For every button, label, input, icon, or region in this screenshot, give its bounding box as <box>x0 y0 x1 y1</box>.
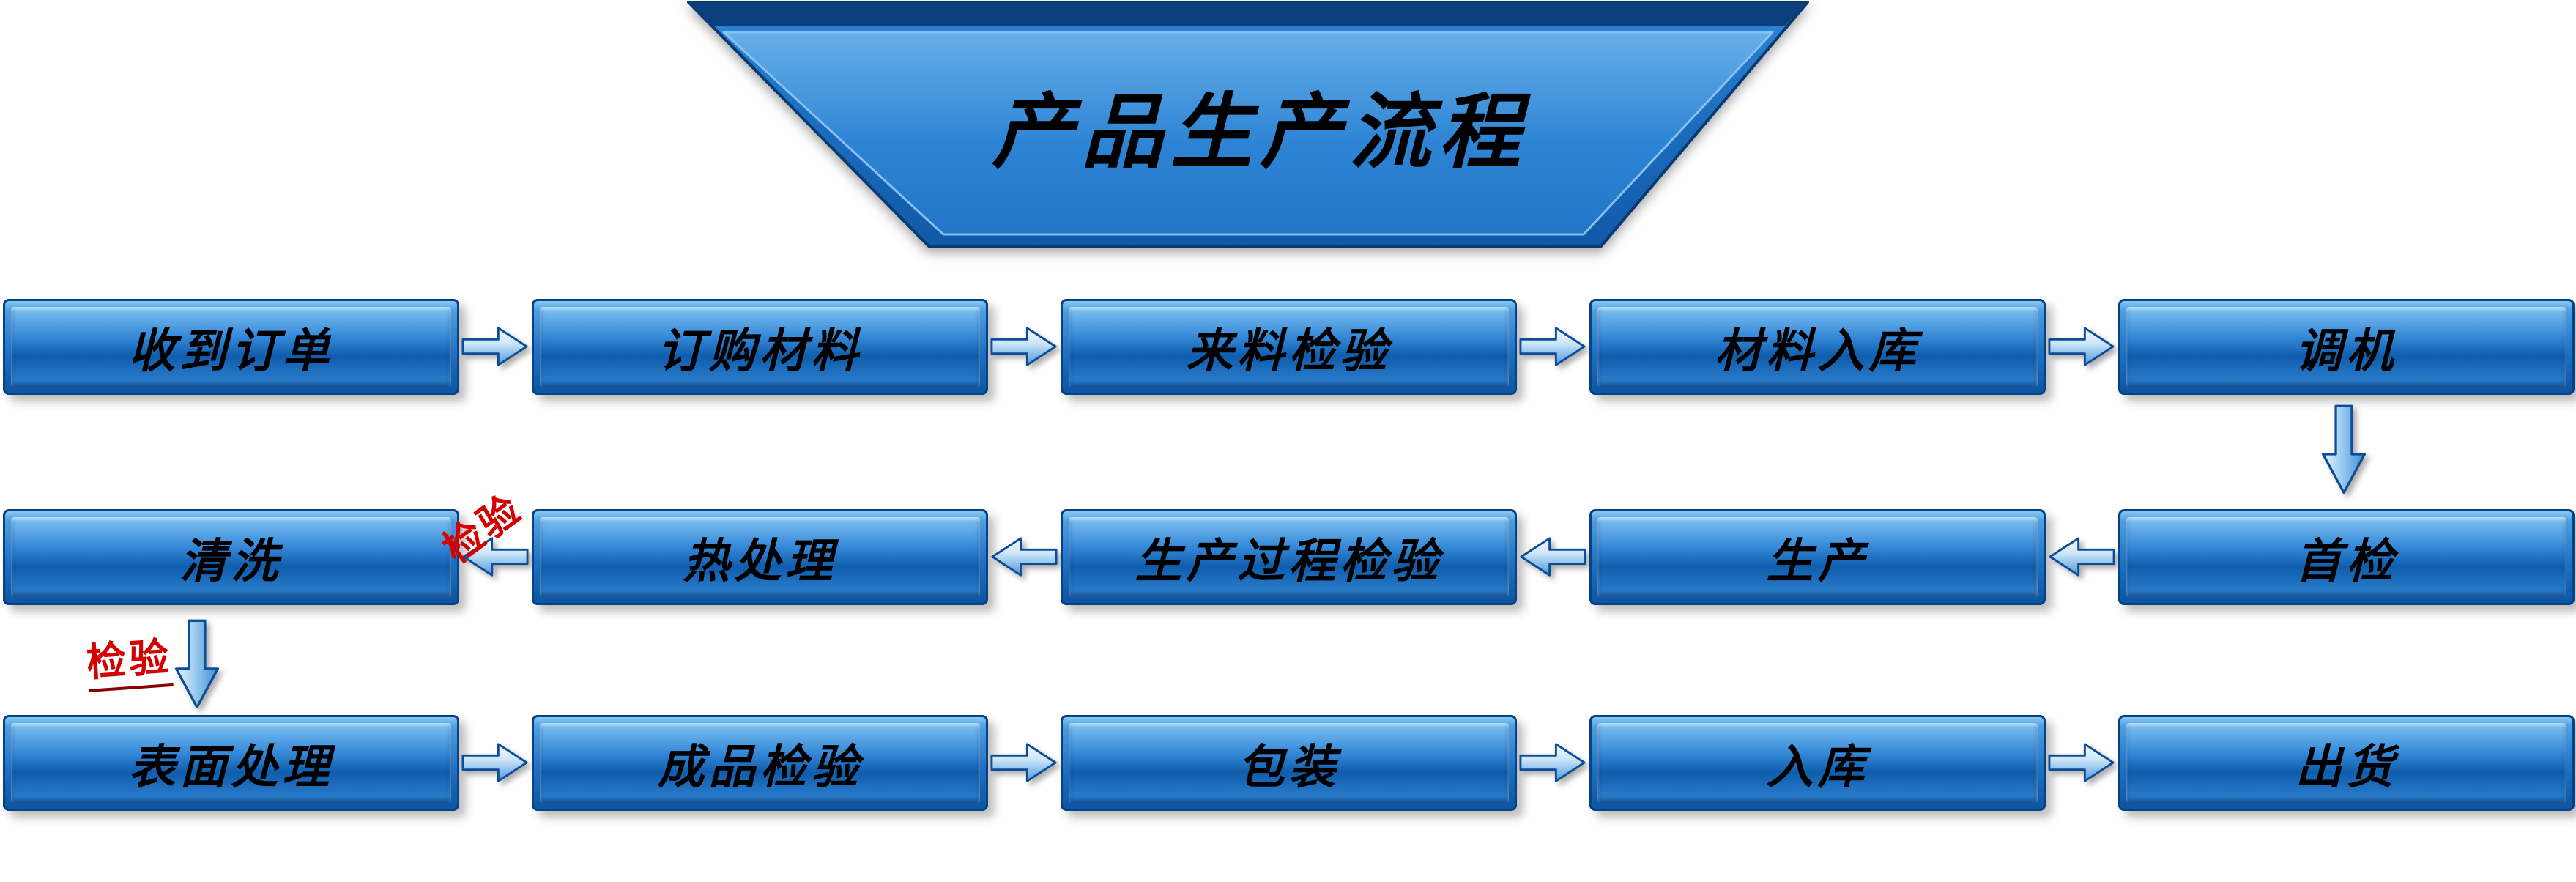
box-bevel <box>1597 517 2038 597</box>
flow-step-label: 成品检验 <box>657 741 863 793</box>
flow-arrow-right-icon <box>990 327 1057 366</box>
flow-step-surface-treatment: 表面处理 <box>3 715 459 811</box>
box-bevel <box>540 723 980 803</box>
flow-arrow-right-icon <box>990 743 1057 782</box>
flow-step-label: 调机 <box>2295 325 2398 377</box>
flow-step-cleaning: 清洗 <box>3 509 459 605</box>
box-bevel <box>11 307 451 387</box>
flow-step-label: 表面处理 <box>128 741 334 793</box>
box-bevel <box>1069 723 1509 803</box>
flow-arrow-left-icon <box>1520 537 1586 577</box>
box-bevel <box>11 517 451 597</box>
box-bevel <box>1597 307 2038 387</box>
box-bevel <box>1069 517 1509 597</box>
flow-step-label: 清洗 <box>179 535 283 588</box>
box-bevel <box>1069 307 1509 387</box>
box-bevel <box>540 307 980 387</box>
page-title: 产品生产流程 <box>992 88 1528 179</box>
flow-arrow-right-icon <box>461 327 528 366</box>
title-banner <box>687 1 1809 248</box>
flow-arrow-right-icon <box>1519 327 1586 366</box>
flow-step-label: 入库 <box>1766 741 1869 793</box>
flow-step-incoming-inspection: 来料检验 <box>1061 299 1517 395</box>
flow-step-warehousing: 入库 <box>1589 715 2046 811</box>
flow-step-first-inspection: 首检 <box>2118 509 2575 605</box>
flow-step-label: 包装 <box>1237 741 1340 793</box>
flow-step-packaging: 包装 <box>1061 715 1517 811</box>
flow-step-machine-setup: 调机 <box>2118 299 2575 395</box>
flow-step-label: 材料入库 <box>1715 325 1920 377</box>
box-bevel <box>2126 307 2566 387</box>
flow-step-receive-order: 收到订单 <box>3 299 459 395</box>
flow-arrow-down-icon <box>174 619 220 709</box>
flow-arrow-right-icon <box>461 743 528 782</box>
flow-step-label: 生产过程检验 <box>1135 535 1443 588</box>
box-bevel <box>2126 517 2566 597</box>
flow-step-label: 出货 <box>2295 741 2398 793</box>
flow-step-process-inspection: 生产过程检验 <box>1061 509 1517 605</box>
flow-arrow-right-icon <box>1519 743 1586 782</box>
flow-arrow-left-icon <box>991 537 1058 577</box>
flow-step-final-inspection: 成品检验 <box>532 715 988 811</box>
flow-step-heat-treatment: 热处理 <box>532 509 988 605</box>
flow-arrow-left-icon <box>462 537 529 577</box>
flow-step-label: 订购材料 <box>657 325 863 377</box>
box-bevel <box>540 517 980 597</box>
flow-arrow-right-icon <box>2048 327 2115 366</box>
flow-arrow-down-icon <box>2321 404 2367 494</box>
flow-step-material-storage: 材料入库 <box>1589 299 2046 395</box>
inspection-annotation: 检验 <box>84 624 174 692</box>
flow-step-label: 来料检验 <box>1186 325 1392 377</box>
box-bevel <box>2126 723 2566 803</box>
flow-step-label: 收到订单 <box>128 325 334 377</box>
flow-step-order-materials: 订购材料 <box>532 299 988 395</box>
flow-step-shipping: 出货 <box>2118 715 2575 811</box>
flow-step-label: 首检 <box>2295 535 2398 588</box>
flow-step-label: 生产 <box>1766 535 1869 588</box>
box-bevel <box>11 723 451 803</box>
flow-arrow-left-icon <box>2049 537 2115 577</box>
box-bevel <box>1597 723 2038 803</box>
flow-step-production: 生产 <box>1589 509 2046 605</box>
flow-step-label: 热处理 <box>683 535 837 588</box>
flow-arrow-right-icon <box>2048 743 2115 782</box>
